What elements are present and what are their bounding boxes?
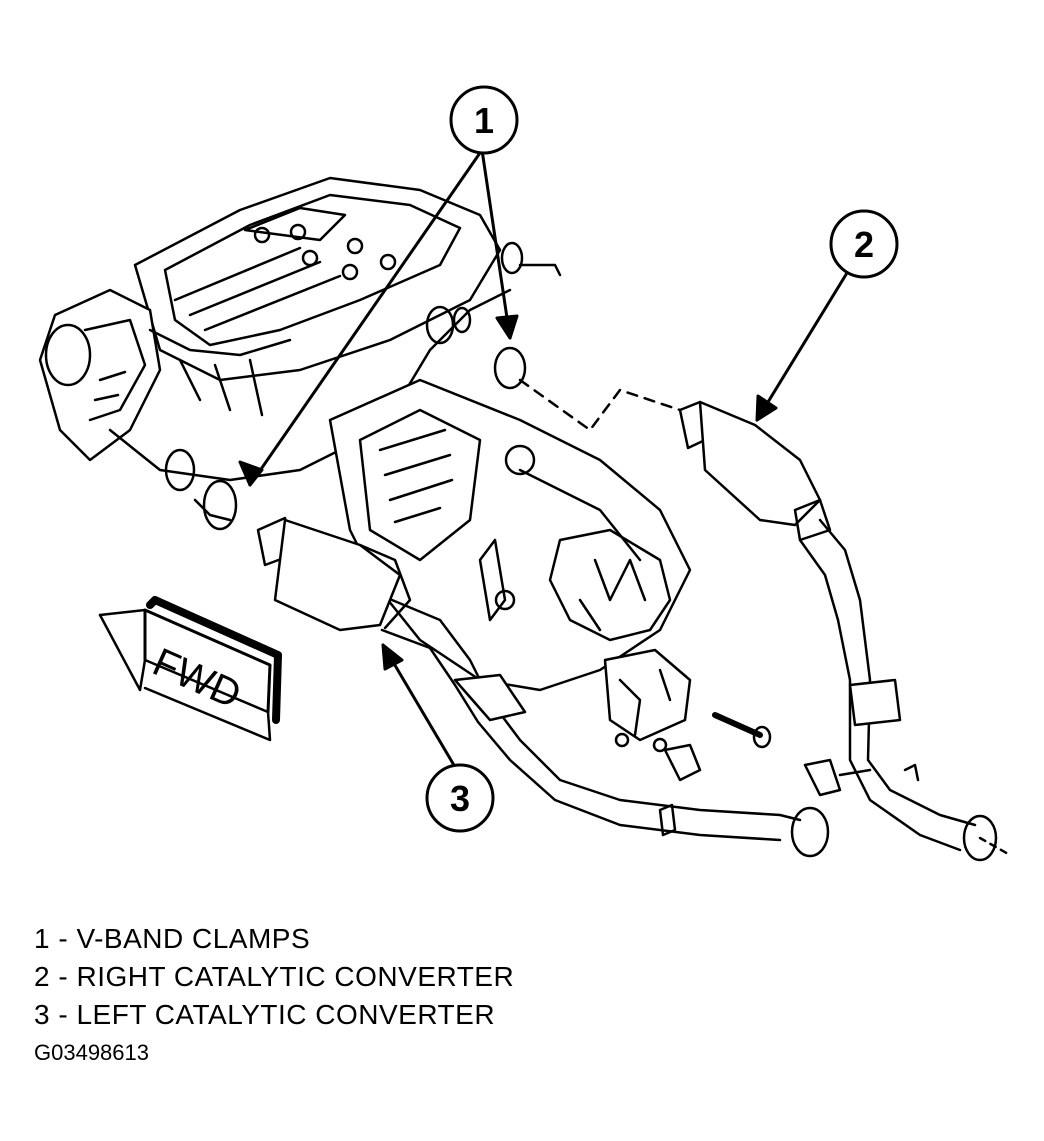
callout-3-number: 3 [450, 778, 470, 819]
legend-text: V-BAND CLAMPS [76, 923, 311, 954]
legend-number: 3 [34, 999, 51, 1030]
fwd-arrow: FWD [98, 596, 282, 742]
legend-number: 2 [34, 961, 51, 992]
callout-3: 3 [425, 763, 495, 833]
left-catalytic-converter-assembly [256, 516, 830, 858]
callout-2-number: 2 [854, 224, 874, 265]
legend-number: 1 [34, 923, 51, 954]
callout-2: 2 [829, 209, 899, 279]
callout-leaders [238, 148, 852, 774]
figure-id: G03498613 [34, 1040, 149, 1065]
callout-1: 1 [449, 85, 519, 155]
right-catalytic-converter-assembly [518, 378, 1012, 862]
legend-item: 1 - V-BAND CLAMPS [34, 923, 311, 954]
legend-item: 3 - LEFT CATALYTIC CONVERTER [34, 999, 496, 1030]
legend: 1 - V-BAND CLAMPS 2 - RIGHT CATALYTIC CO… [34, 920, 514, 1034]
legend-text: LEFT CATALYTIC CONVERTER [76, 999, 496, 1030]
legend-text: RIGHT CATALYTIC CONVERTER [76, 961, 515, 992]
callout-1-number: 1 [474, 100, 494, 141]
fwd-label: FWD [146, 640, 247, 717]
exhaust-diagram: FWD 1 2 3 [38, 85, 1012, 862]
legend-item: 2 - RIGHT CATALYTIC CONVERTER [34, 961, 515, 992]
